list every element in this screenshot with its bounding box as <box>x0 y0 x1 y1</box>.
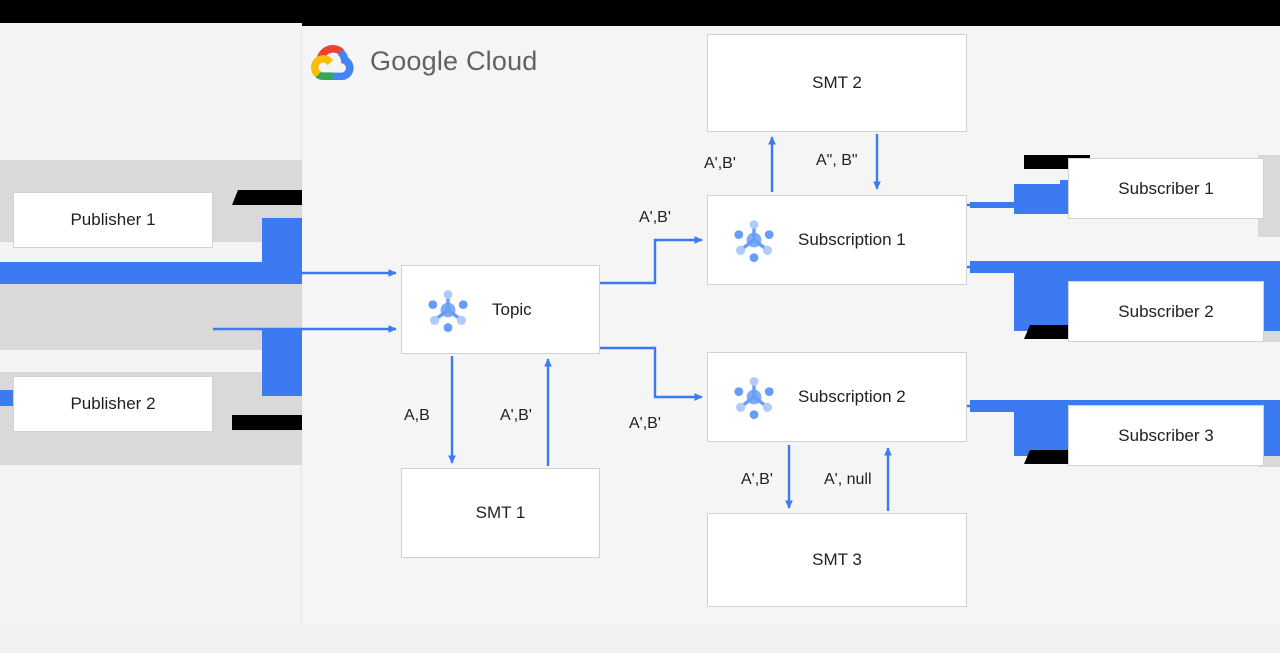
node-publisher-2[interactable]: Publisher 2 <box>13 376 213 432</box>
node-label: Subscriber 3 <box>1118 425 1214 445</box>
edge-label-smt1-topic: A',B' <box>500 407 532 424</box>
top-redaction-bar-left <box>0 0 302 23</box>
node-topic[interactable]: Topic <box>401 265 600 354</box>
edge-label-smt3-sub2: A', null <box>824 471 872 488</box>
artifact-blue-block <box>970 261 1280 273</box>
wordmark-google: Google <box>370 45 459 76</box>
edge-label-topic-sub2: A',B' <box>629 415 661 432</box>
bottom-strip <box>0 625 1280 653</box>
wordmark-cloud: Cloud <box>465 45 538 76</box>
edge-label-sub2-smt3: A',B' <box>741 471 773 488</box>
node-smt-1[interactable]: SMT 1 <box>401 468 600 558</box>
node-subscriber-3[interactable]: Subscriber 3 <box>1068 405 1264 466</box>
node-label: Publisher 1 <box>70 210 156 229</box>
google-cloud-wordmark: Google Cloud <box>370 46 538 77</box>
artifact-redaction-bar <box>232 190 302 205</box>
node-label: SMT 2 <box>812 73 862 92</box>
node-label: Subscription 2 <box>798 387 906 406</box>
node-label: Publisher 2 <box>70 394 156 413</box>
artifact-blue-block <box>262 330 302 396</box>
node-subscription-2[interactable]: Subscription 2 <box>707 352 967 442</box>
node-label: SMT 1 <box>475 503 526 522</box>
node-label: Subscriber 1 <box>1118 178 1214 198</box>
node-label: Topic <box>492 299 532 319</box>
node-label: Subscriber 2 <box>1118 301 1214 321</box>
google-cloud-logo-icon <box>310 44 354 80</box>
pubsub-subscription-icon <box>734 377 774 419</box>
node-publisher-1[interactable]: Publisher 1 <box>13 192 213 248</box>
node-subscriber-1[interactable]: Subscriber 1 <box>1068 158 1264 219</box>
edge-label-sub1-smt2: A',B' <box>704 155 736 172</box>
artifact-blue-block <box>0 262 285 284</box>
pubsub-subscription-icon <box>734 220 774 262</box>
node-label: Subscription 1 <box>798 230 906 249</box>
node-label: SMT 3 <box>812 550 862 569</box>
node-smt-3[interactable]: SMT 3 <box>707 513 967 607</box>
google-cloud-logo: Google Cloud <box>310 42 538 80</box>
artifact-redaction-bar <box>232 415 302 430</box>
edge-label-topic-smt1: A,B <box>404 407 430 424</box>
top-redaction-bar-right <box>302 0 1280 26</box>
node-subscription-1[interactable]: Subscription 1 <box>707 195 967 285</box>
edge-label-smt2-sub1: A", B" <box>816 152 858 169</box>
node-subscriber-2[interactable]: Subscriber 2 <box>1068 281 1264 342</box>
pubsub-topic-icon <box>428 289 468 332</box>
node-smt-2[interactable]: SMT 2 <box>707 34 967 132</box>
edge-label-topic-sub1: A',B' <box>639 209 671 226</box>
